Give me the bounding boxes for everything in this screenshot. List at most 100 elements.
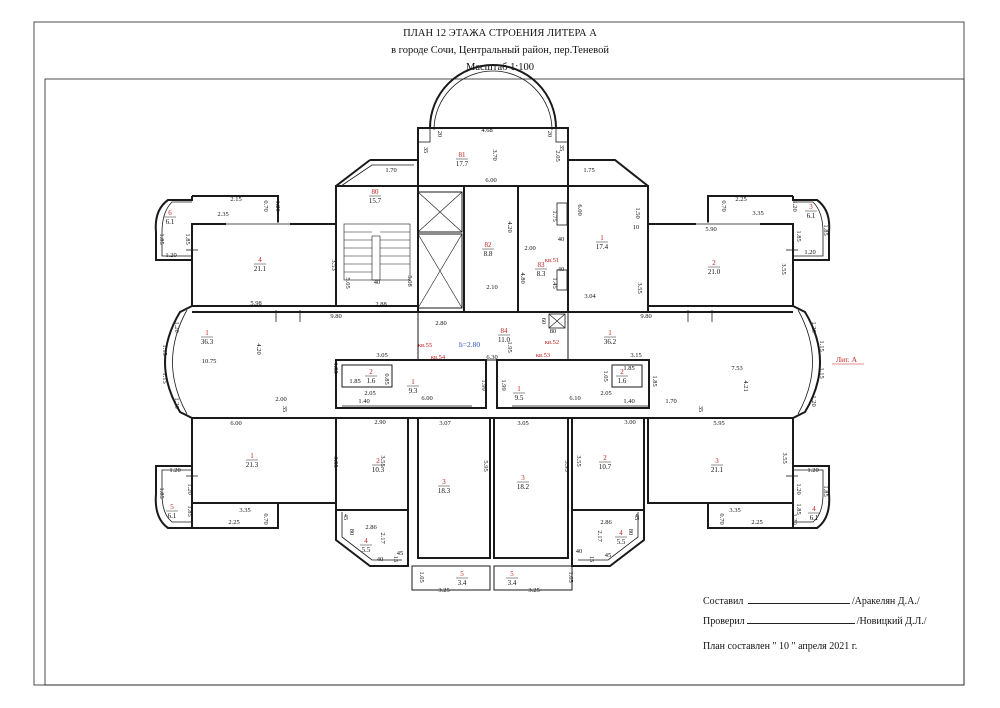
inner-frame [44,78,965,686]
apartment-label: кв.53 [536,352,550,359]
apartment-label: кв.52 [545,339,559,346]
room-label: 828.8 [482,241,494,258]
dimension-label: 3.00 [624,419,635,426]
dimension-label: 3.35 [239,507,250,514]
dimension-label: 35 [558,145,565,152]
dimension-label: 1.75 [583,167,594,174]
room-label: 36.1 [805,203,817,220]
room-label: 136.2 [604,329,617,346]
dimension-label: 5.95 [563,460,570,471]
dimension-label: 1.20 [810,321,817,332]
room-area: 21.3 [246,461,259,469]
composed-name: /Аракелян Д.А./ [851,596,920,607]
room-number: 2 [620,368,624,376]
room-area: 21.1 [254,265,267,273]
dimension-label: 1.15 [818,367,825,378]
room-number: 83 [538,261,546,269]
dimension-label: 1.40 [358,398,369,405]
dimension-label: 1.75 [551,210,558,221]
composed-label: Составил [703,596,744,607]
room-area: 5.5 [362,546,371,554]
room-label: 56.1 [166,503,178,520]
room-area: 21.1 [711,466,724,474]
room-area: 18.3 [438,487,451,495]
room-number: 82 [485,241,493,249]
room-number: 6 [168,209,172,217]
dimension-label: 7.53 [731,365,742,372]
room-area: 9.5 [515,394,524,402]
dimension-label: 6.00 [421,395,432,402]
room-area: 6.1 [807,212,816,220]
dimension-label: 40 [558,266,565,273]
room-label: 838.3 [535,261,547,278]
dimension-label: 20 [546,131,553,138]
room-label: 117.4 [596,234,609,251]
dimension-label: 2.86 [365,524,377,531]
room-number: 3 [442,478,446,486]
plan-date: План составлен " 10 " апреля 2021 г. [703,641,858,652]
room-label: 19.3 [407,378,419,395]
room-number: 4 [258,256,262,264]
dimension-label: 3.35 [729,507,740,514]
dimension-label: 1.85 [158,487,165,498]
room-number: 3 [809,203,813,211]
dimension-label: 2.80 [435,320,446,327]
room-number: 4 [364,537,368,545]
dimension-label: 1.95 [506,341,513,352]
dimension-label: 1.15 [161,372,168,383]
dimension-label: 80 [550,328,557,335]
dimension-label: 2.86 [600,519,612,526]
dimension-label: 1.20 [169,467,180,474]
room-number: 4 [619,529,623,537]
dimension-label: 1.85 [623,365,634,372]
dimension-label: 10.75 [202,358,217,365]
dimension-label: 2.00 [275,396,286,403]
room-area: 36.2 [604,338,617,346]
dimension-label: 2.25 [735,196,746,203]
dimension-label: 1.45 [551,277,558,288]
dimension-label: 35 [281,406,288,413]
dimension-label: 45 [605,552,612,559]
dimension-label: 1.85 [795,503,802,514]
room-area: 8.8 [484,250,493,258]
dimension-label: 1.20 [795,483,802,494]
room-area: 21.0 [708,268,721,276]
room-label: 321.1 [711,457,724,474]
dimension-label: 5.90 [705,226,716,233]
room-area: 6.1 [166,218,175,226]
dimension-label: 4.21 [742,380,749,391]
room-label: 221.0 [708,259,721,276]
checked-signature-line [746,614,855,624]
dimension-label: 0.70 [718,513,725,524]
dimension-label: 2.17 [596,530,603,542]
room-number: 1 [600,234,604,242]
room-area: 6.1 [810,514,819,522]
dimension-label: 40 [374,279,381,286]
dimension-label: 1.85 [349,378,360,385]
dimension-label: 2.90 [374,419,385,426]
dimension-label: 15 [392,556,399,563]
dimension-label: 80 [348,529,355,536]
room-number: 2 [376,457,380,465]
dimension-label: 3.04 [584,293,596,300]
apartment-label: кв.55 [418,342,432,349]
dimension-label: 2.25 [751,519,762,526]
dimension-label: 0.70 [262,513,269,524]
dimension-label: 2.35 [217,211,228,218]
litera-marker: Лит. А [836,355,858,364]
dimension-label: 5.98 [250,300,261,307]
room-number: 80 [372,188,380,196]
room-label: 66.1 [164,209,176,226]
outer-frame [33,21,965,686]
room-number: 2 [712,259,716,267]
dimension-label: 45 [633,514,640,521]
plan-address: в городе Сочи, Центральный район, пер.Те… [391,45,609,56]
room-label: 210.3 [372,457,385,474]
room-label: 136.3 [201,329,214,346]
room-number: 5 [170,503,174,511]
dimension-label: 1.99 [480,379,487,390]
